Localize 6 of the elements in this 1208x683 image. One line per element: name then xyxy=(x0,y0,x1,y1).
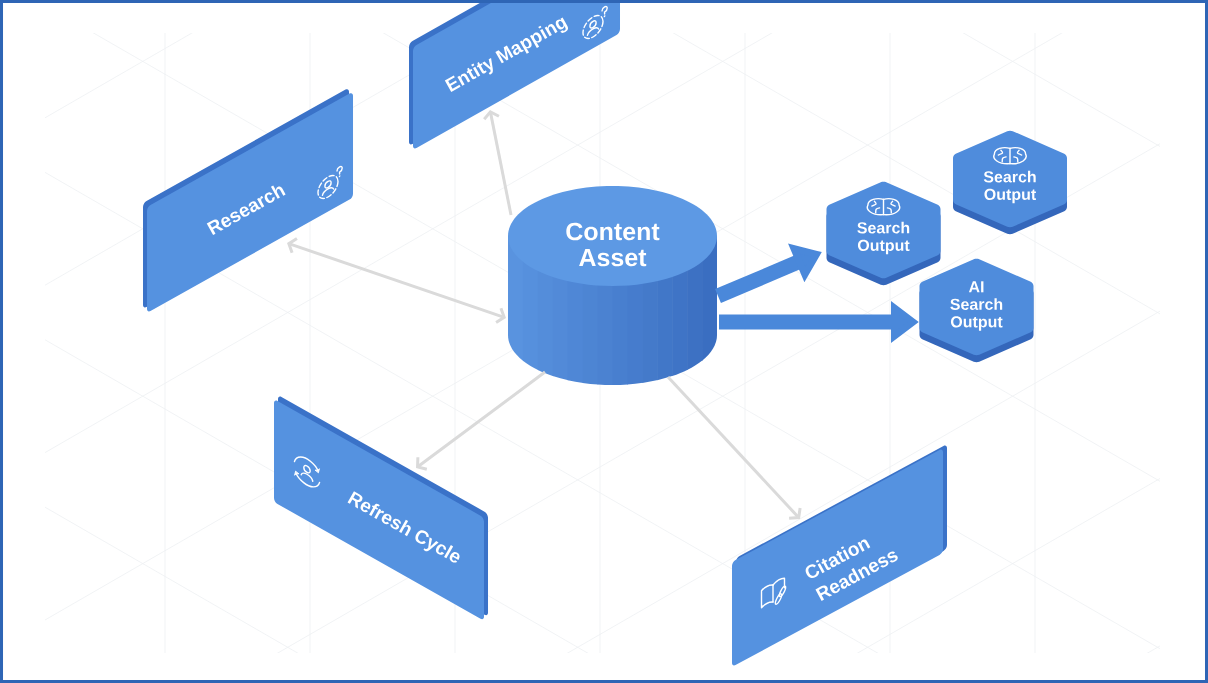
arrow xyxy=(483,110,513,216)
cylinder: Content Asset xyxy=(508,186,717,385)
hexagon: AI Search Output xyxy=(919,258,1034,363)
arrow xyxy=(666,375,802,520)
arrow xyxy=(416,370,546,471)
double-arrow xyxy=(287,237,506,324)
